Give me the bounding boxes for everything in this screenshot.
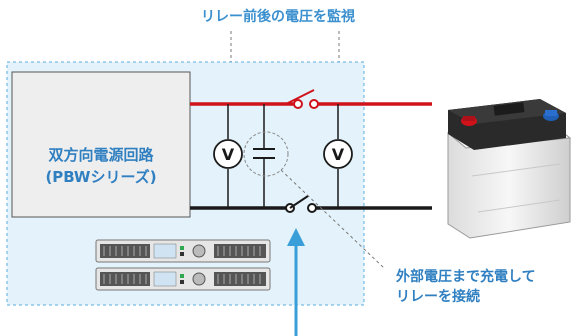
- lower-relay-switch: [285, 195, 317, 213]
- capacitor-branch: [243, 104, 289, 208]
- voltmeter-left-label: V: [222, 145, 235, 164]
- voltmeter-right-branch: V: [323, 104, 353, 208]
- capacitor-highlight-circle: [243, 131, 289, 177]
- voltmeter-icon: [323, 139, 353, 169]
- upper-relay-switch: [285, 89, 319, 109]
- box-label-line1: 双方向電源回路: [48, 146, 154, 164]
- voltmeter-left-branch: V: [213, 104, 243, 208]
- voltmeter-right-label: V: [332, 145, 345, 164]
- bidirectional-power-circuit-box: [11, 71, 191, 218]
- relay-connect-arrow: [287, 228, 305, 336]
- note-line2: リレーを接続: [396, 288, 480, 305]
- box-label-line2: (PBWシリーズ): [45, 168, 156, 186]
- voltmeter-icon: [213, 139, 243, 169]
- top-label: リレー前後の電圧を監視: [201, 8, 355, 25]
- note-line1: 外部電圧まで充電して: [396, 268, 536, 285]
- battery-icon: [446, 99, 572, 239]
- power-supply-unit-icon: [95, 239, 271, 291]
